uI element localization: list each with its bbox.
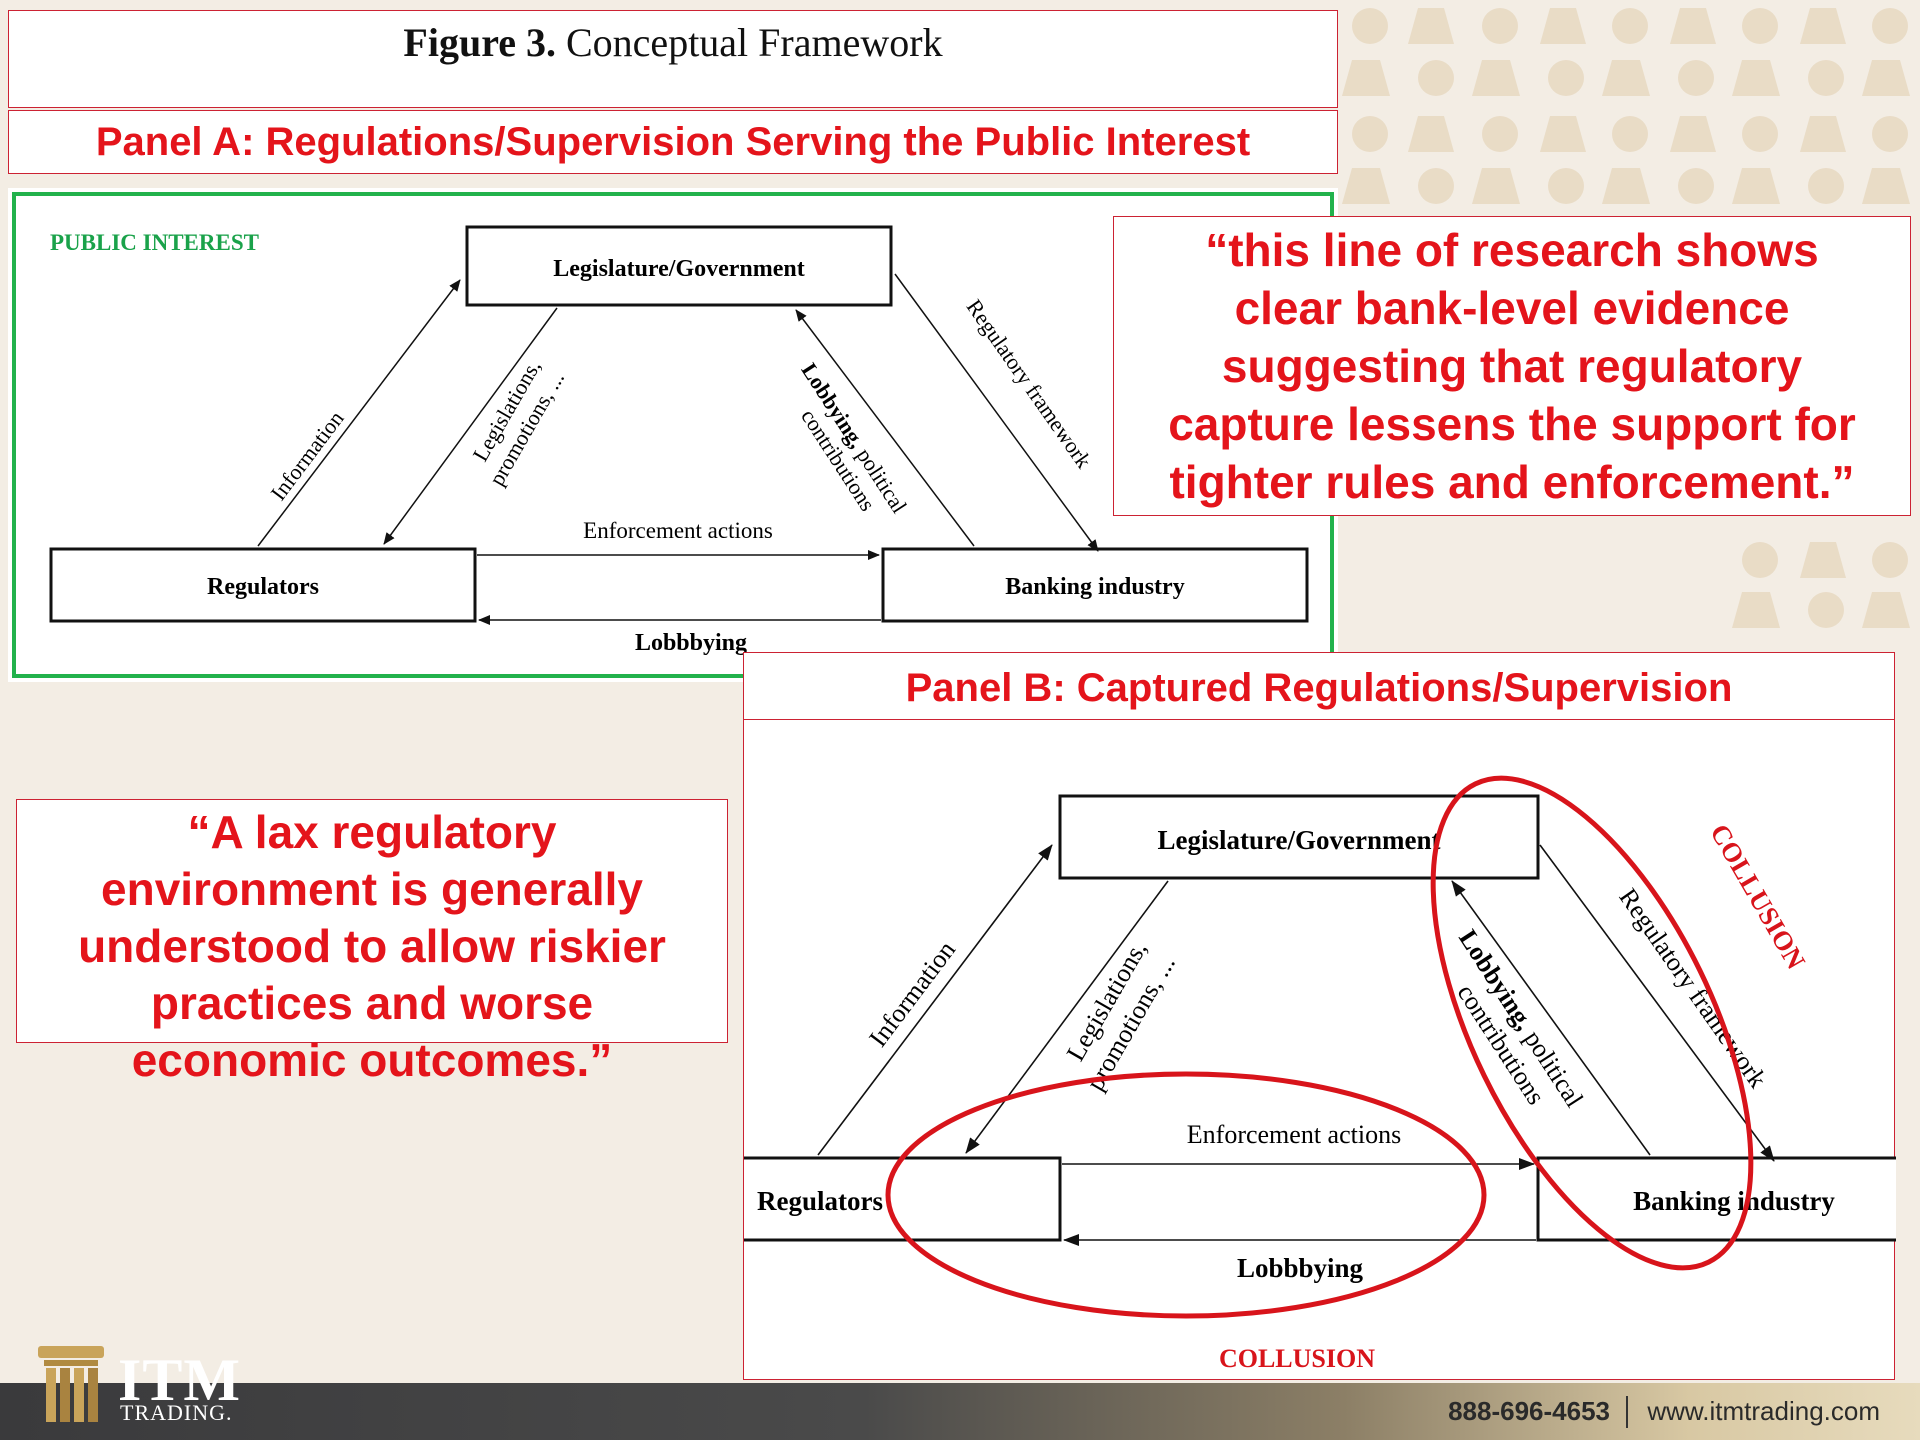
- collusion-ellipse-right: [1430, 775, 1754, 1271]
- edge-enforcement-b-label: Enforcement actions: [1187, 1120, 1401, 1149]
- footer-phone[interactable]: 888-696-4653: [1448, 1396, 1610, 1426]
- edge-lobbying-political-b: [1451, 880, 1651, 1156]
- edge-regulatory-framework-b-label: Regulatory framework: [1613, 883, 1772, 1093]
- footer-website-link[interactable]: www.itmtrading.com: [1647, 1396, 1880, 1426]
- node-legislature: [465, 225, 893, 307]
- edge-regulatory-framework-b: [1539, 844, 1775, 1162]
- panel-b-svg: Legislature/Government Regulators Bankin…: [738, 775, 1902, 1373]
- edge-regulatory-framework: [894, 273, 1099, 552]
- background-pattern: [1342, 8, 1910, 628]
- edge-information-b: [817, 844, 1053, 1156]
- logo-subtext: TRADING.: [120, 1400, 233, 1425]
- edge-information-label: Information: [265, 406, 348, 505]
- edge-lobbying-political: [795, 309, 975, 547]
- quote-left-line: “A lax regulatory: [187, 806, 557, 858]
- node-banking-label: Banking industry: [1005, 574, 1184, 600]
- node-banking-b-label: Banking industry: [1633, 1186, 1835, 1216]
- edge-regulatory-framework-label: Regulatory framework: [962, 295, 1097, 473]
- edge-legislations: [383, 307, 558, 545]
- edge-information: [257, 279, 461, 547]
- edge-information-b-label: Information: [863, 936, 961, 1053]
- figure-title: Figure 3. Conceptual Framework: [8, 10, 1338, 108]
- node-regulators: [49, 547, 477, 623]
- quote-left-line: understood to allow riskier: [78, 920, 666, 972]
- panel-b-heading: Panel B: Captured Regulations/Supervisio…: [743, 656, 1895, 720]
- node-banking: [881, 547, 1309, 623]
- quote-left-box: [16, 799, 728, 1043]
- edge-legislations-b: [965, 880, 1169, 1154]
- column-logo-icon: [38, 1346, 104, 1422]
- collusion-label-bottom: COLLUSION: [1219, 1344, 1375, 1373]
- node-legislature-b: [1058, 794, 1540, 880]
- logo-text: ITM: [118, 1347, 241, 1413]
- edge-enforcement-label: Enforcement actions: [583, 518, 773, 543]
- node-regulators-b: [738, 1156, 1062, 1242]
- panel-a-svg: PUBLIC INTEREST Legislature/Government R…: [12, 192, 1334, 678]
- edge-lobbbying-label: Lobbbying: [635, 630, 747, 656]
- figure-label: Figure 3.: [403, 20, 556, 65]
- quote-right-line: “this line of research shows: [1205, 224, 1819, 276]
- footer-separator: [1626, 1396, 1628, 1428]
- footer-bar: [0, 1383, 1920, 1440]
- quote-right: “this line of research shows clear bank-…: [1113, 216, 1911, 516]
- panel-b-diagram: Legislature/Government Regulators Bankin…: [738, 652, 1902, 1380]
- figure-title-text: Conceptual Framework: [566, 20, 943, 65]
- node-regulators-label: Regulators: [207, 574, 319, 600]
- quote-right-line: tighter rules and enforcement.”: [1169, 456, 1855, 508]
- quote-left-line: practices and worse: [150, 977, 594, 1029]
- quote-left: “A lax regulatory environment is general…: [16, 804, 728, 1089]
- public-interest-label: PUBLIC INTEREST: [50, 230, 259, 255]
- collusion-ellipse-bottom: [885, 1071, 1487, 1319]
- collusion-label-top: COLLUSION: [1704, 819, 1811, 975]
- quote-left-line: environment is generally: [101, 863, 643, 915]
- edge-lobbbying-b-label: Lobbbying: [1237, 1253, 1364, 1283]
- node-legislature-label: Legislature/Government: [553, 256, 805, 282]
- node-legislature-b-label: Legislature/Government: [1158, 825, 1441, 855]
- quote-left-line: economic outcomes.”: [131, 1034, 613, 1086]
- node-regulators-b-label: Regulators: [757, 1186, 883, 1216]
- panel-a-heading: Panel A: Regulations/Supervision Serving…: [8, 110, 1338, 174]
- quote-right-line: suggesting that regulatory: [1221, 340, 1803, 392]
- quote-right-line: capture lessens the support for: [1168, 398, 1856, 450]
- quote-right-line: clear bank-level evidence: [1234, 282, 1790, 334]
